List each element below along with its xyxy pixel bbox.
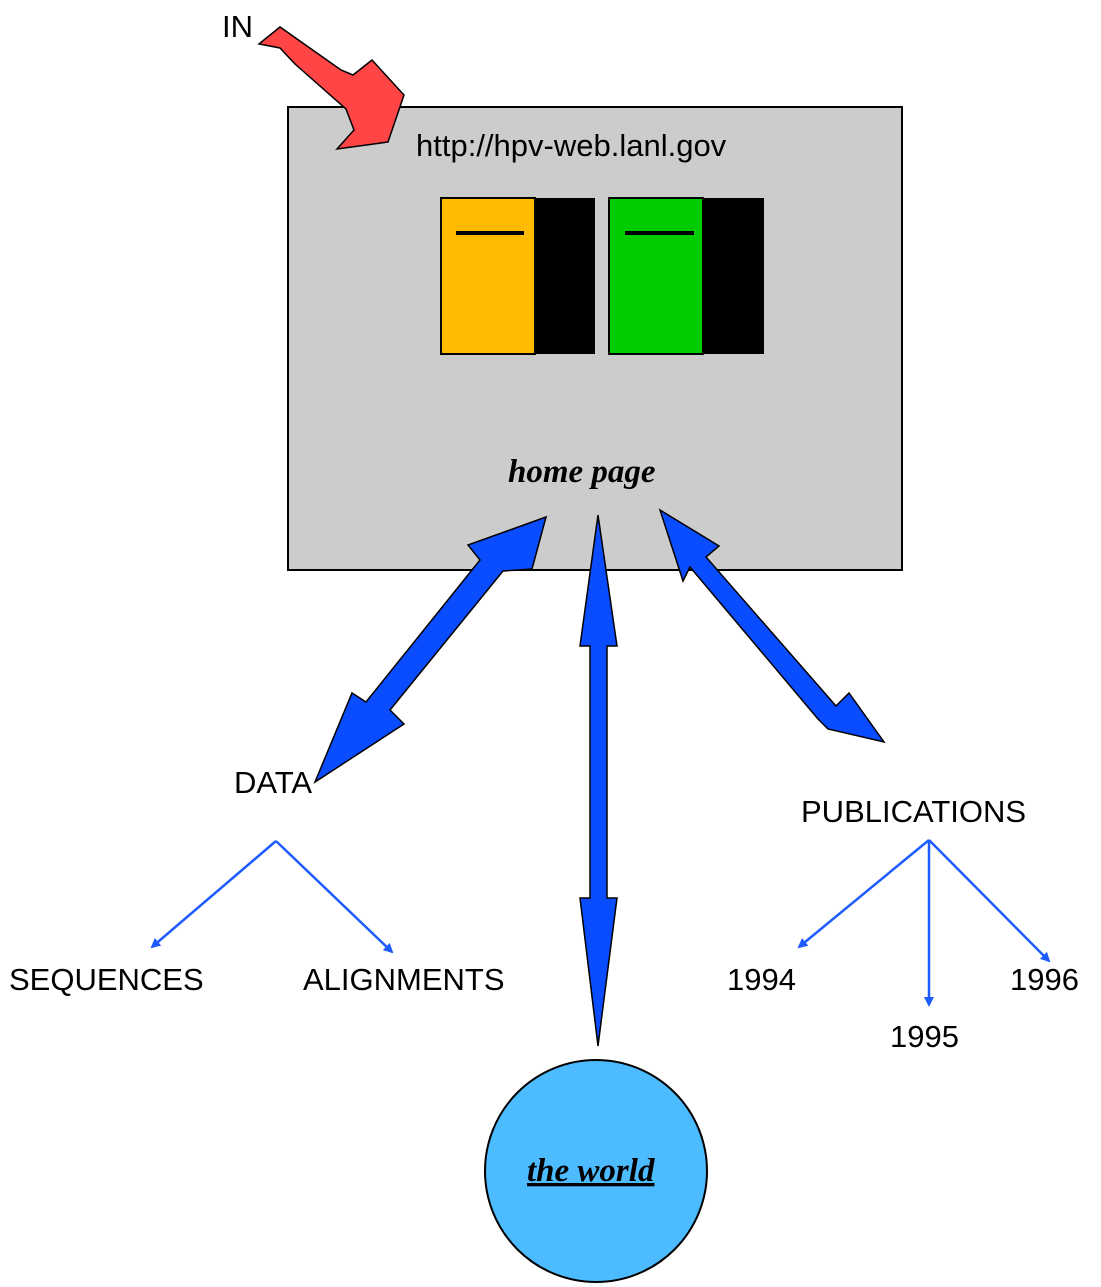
double-arrow-publications-icon[interactable] <box>658 508 886 744</box>
data-label[interactable]: DATA <box>234 765 312 800</box>
in-label: IN <box>222 9 253 44</box>
year-1995-label[interactable]: 1995 <box>890 1019 959 1054</box>
arrow-data-to-alignments-icon <box>275 840 394 954</box>
home-url[interactable]: http://hpv-web.lanl.gov <box>416 128 727 163</box>
book-green-icon <box>608 197 764 355</box>
year-1996-label[interactable]: 1996 <box>1010 962 1079 997</box>
publications-label[interactable]: PUBLICATIONS <box>801 794 1026 829</box>
sequences-label[interactable]: SEQUENCES <box>9 962 204 997</box>
alignments-label[interactable]: ALIGNMENTS <box>303 962 505 997</box>
year-1994-label[interactable]: 1994 <box>727 962 796 997</box>
world-link[interactable]: the world <box>527 1153 655 1189</box>
arrow-publications-to-1996-icon <box>928 839 1051 963</box>
book-orange-icon <box>440 197 595 355</box>
double-arrow-world-icon[interactable] <box>579 514 618 1047</box>
home-page-caption: home page <box>508 454 656 490</box>
world-globe-icon[interactable] <box>484 1059 708 1283</box>
arrow-publications-to-1994-icon <box>797 839 930 949</box>
arrow-data-to-sequences-icon <box>150 840 277 949</box>
in-arrow-icon <box>257 26 405 151</box>
double-arrow-data-icon[interactable] <box>313 515 548 784</box>
